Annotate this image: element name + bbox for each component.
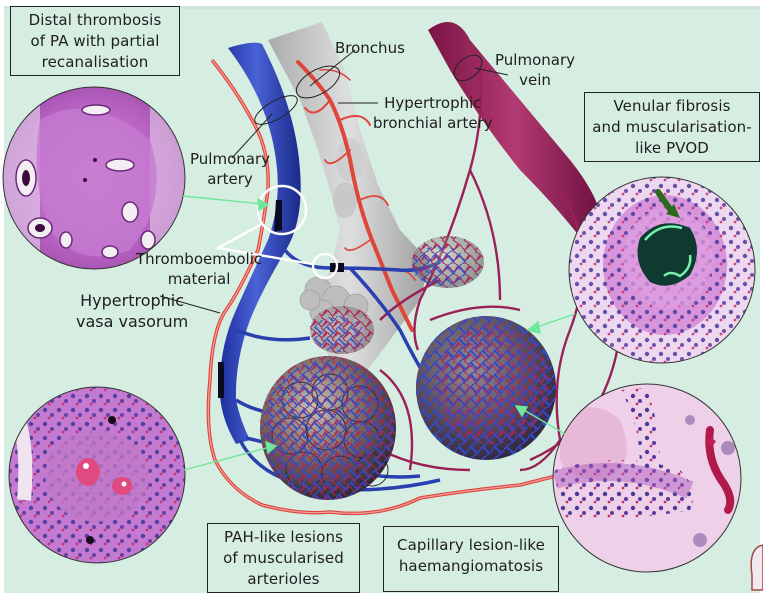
label-thromboembolic-material: Thromboembolic material (136, 249, 262, 289)
caption-line: arterioles (247, 570, 320, 588)
label-line: material (167, 270, 231, 288)
label-line: bronchial artery (373, 114, 493, 132)
haemangiomatosis-lobule (416, 316, 556, 460)
leader-lines (159, 49, 509, 314)
pvod-micrograph (568, 176, 756, 364)
caption-line: Distal thrombosis (28, 11, 162, 29)
label-line: Bronchus (335, 39, 405, 57)
haemangiomatosis-micrograph (552, 383, 742, 573)
edge-fragment (750, 544, 763, 591)
lobule-small-upper (412, 236, 484, 288)
caption-line: of muscularised (223, 549, 344, 567)
label-line: vein (519, 71, 551, 89)
caption-capillary-lesion: Capillary lesion-like haemangiomatosis (383, 526, 559, 592)
label-pulmonary-artery: Pulmonary artery (190, 149, 270, 189)
lobule-small-left (310, 306, 374, 354)
caption-line: Capillary lesion-like (397, 536, 545, 554)
label-pulmonary-vein: Pulmonary vein (495, 50, 575, 90)
label-hypertrophic-bronchial-artery: Hypertrophic bronchial artery (373, 93, 493, 133)
caption-venular-fibrosis: Venular fibrosis and muscularisation- li… (584, 92, 760, 162)
caption-line: recanalisation (41, 53, 149, 71)
label-line: Hypertrophic (80, 291, 185, 310)
label-hypertrophic-vasa-vasorum: Hypertrophic vasa vasorum (76, 290, 188, 332)
bronchial-artery (296, 60, 416, 332)
label-line: Thromboembolic (136, 250, 263, 268)
caption-pah-like-lesions: PAH-like lesions of muscularised arterio… (207, 523, 360, 593)
caption-line: haemangiomatosis (398, 557, 544, 575)
pah-lesion-micrograph (8, 386, 186, 564)
caption-line: like PVOD (635, 139, 709, 157)
label-line: artery (207, 170, 253, 188)
caption-line: PAH-like lesions (224, 528, 343, 546)
pah-lobule-cluster (260, 356, 396, 500)
caption-line: of PA with partial (30, 32, 160, 50)
pointer-arrows (182, 195, 576, 471)
label-line: Pulmonary (190, 150, 270, 168)
label-line: Hypertrophic (384, 94, 482, 112)
caption-line: and muscularisation- (592, 118, 752, 136)
vasa-vasorum-highlight (207, 59, 581, 514)
label-line: Pulmonary (495, 51, 575, 69)
label-bronchus: Bronchus (335, 38, 405, 58)
thrombus-markers (214, 184, 339, 280)
caption-line: Venular fibrosis (613, 97, 731, 115)
caption-distal-thrombosis: Distal thrombosis of PA with partial rec… (10, 6, 180, 76)
thrombosis-micrograph (2, 86, 186, 270)
label-line: vasa vasorum (76, 312, 189, 331)
